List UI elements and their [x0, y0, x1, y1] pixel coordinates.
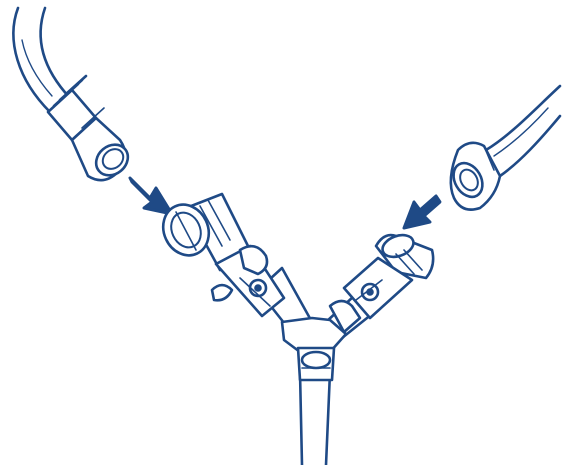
arrow-right	[404, 196, 440, 228]
arrow-left	[130, 178, 172, 214]
left-valve	[155, 194, 284, 316]
right-hose-coupling	[448, 143, 500, 210]
right-valve	[330, 231, 433, 332]
right-hose	[486, 86, 560, 176]
supply-hose	[300, 372, 330, 465]
left-hose	[13, 8, 70, 112]
left-hose-coupling	[48, 76, 134, 182]
